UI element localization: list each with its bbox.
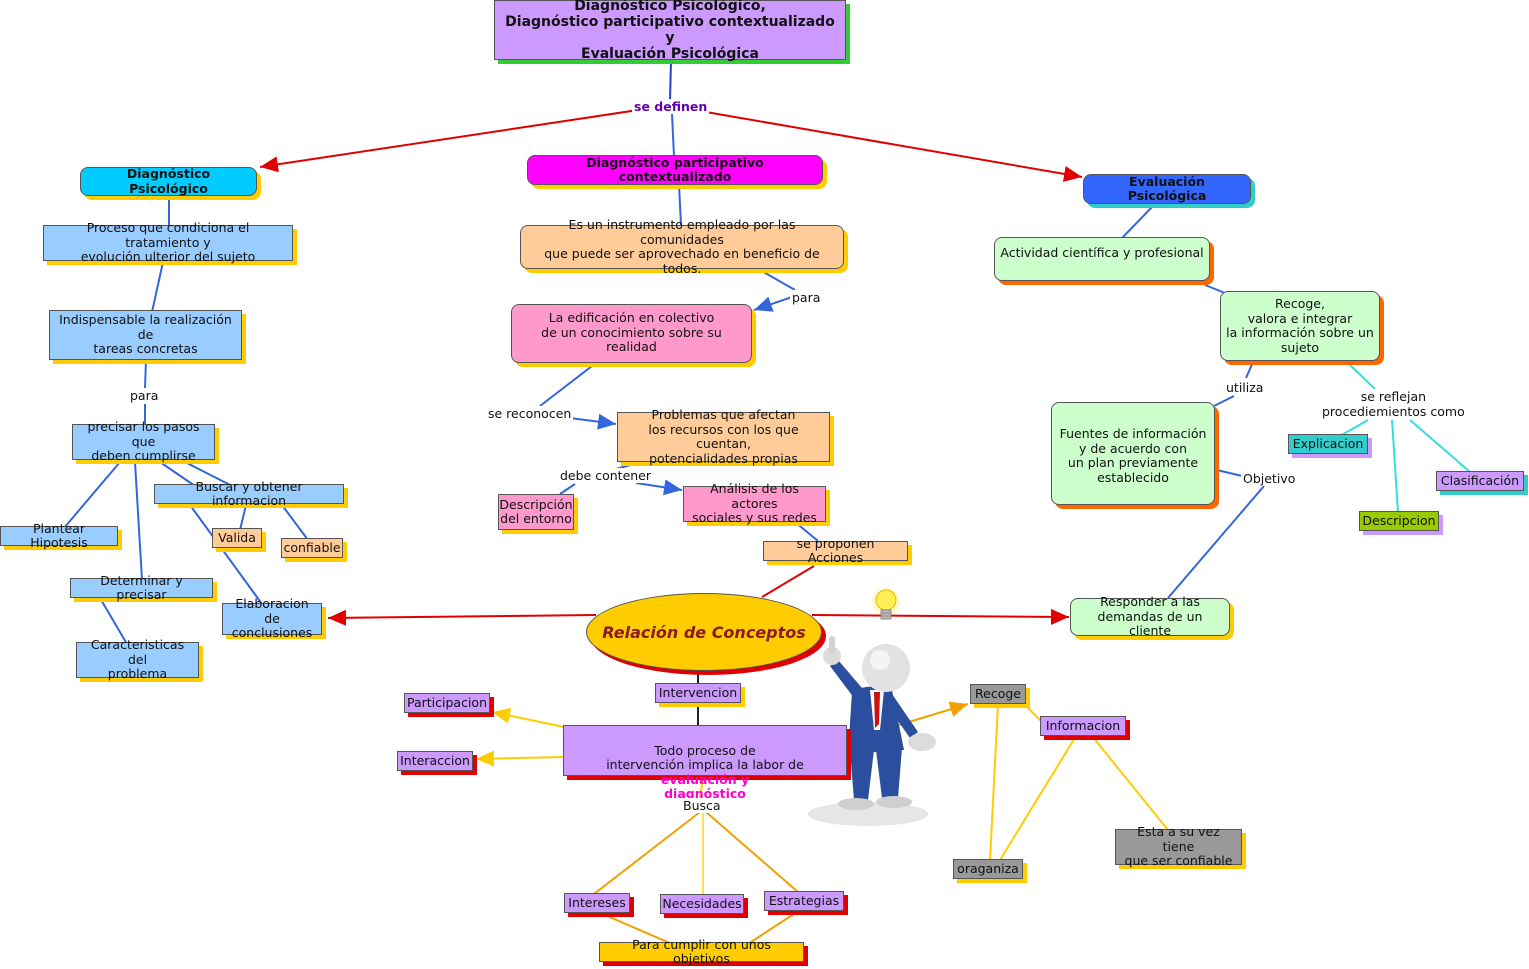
fuentes-node[interactable]: Fuentes de información y de acuerdo con … xyxy=(1051,402,1215,505)
evaluacion-psicologica-node[interactable]: Evaluación Psicológica xyxy=(1083,174,1251,204)
person-figure-icon xyxy=(808,636,936,826)
link-se-reflejan: se reflejan procediemientos como xyxy=(1320,389,1467,419)
link-debe-contener: debe contener xyxy=(558,468,654,483)
interaccion-node[interactable]: Interaccion xyxy=(397,751,473,771)
todo-proceso-highlight: evaluación y diagnóstico xyxy=(660,771,750,801)
analisis-node[interactable]: Análisis de los actores sociales y sus r… xyxy=(683,482,826,525)
informacion-node[interactable]: Informacion xyxy=(1040,716,1126,736)
link-objetivo: Objetivo xyxy=(1241,471,1298,486)
central-label: Relación de Conceptos xyxy=(602,622,806,642)
responder-node[interactable]: Responder a las demandas de un cliente xyxy=(1070,595,1230,638)
instrumento-node[interactable]: Es un instrumento empleado por las comun… xyxy=(520,217,844,275)
link-para-1: para xyxy=(128,388,161,403)
esta-vez-node[interactable]: Esta a su vez tiene que ser confiable xyxy=(1115,825,1242,868)
recoge-integrar-node[interactable]: Recoge, valora e integrar la información… xyxy=(1220,291,1380,361)
problemas-node[interactable]: Problemas que afectan los recursos con l… xyxy=(617,407,830,465)
participacion-node[interactable]: Participacion xyxy=(404,693,490,713)
oraganiza-node[interactable]: oraganiza xyxy=(953,859,1023,879)
caracteristicas-node[interactable]: Caracteristicas del problema xyxy=(76,638,199,681)
estrategias-node[interactable]: Estrategias xyxy=(764,891,844,911)
acciones-node[interactable]: se proponen Acciones xyxy=(763,536,908,565)
valida-node[interactable]: Valida xyxy=(212,528,262,548)
necesidades-node[interactable]: Necesidades xyxy=(660,894,744,914)
determinar-node[interactable]: Determinar y precisar xyxy=(70,573,213,602)
cumplir-objetivos-node[interactable]: Para cumplir con unos objetivos xyxy=(599,937,804,966)
central-node[interactable]: Relación de Conceptos xyxy=(586,593,822,671)
link-busca: Busca xyxy=(681,798,723,813)
intereses-node[interactable]: Intereses xyxy=(564,893,630,913)
explicacion-node[interactable]: Explicacion xyxy=(1288,434,1368,454)
indispensable-node[interactable]: Indispensable la realización de tareas c… xyxy=(49,310,242,360)
confiable-node[interactable]: confiable xyxy=(281,538,343,558)
lightbulb-icon xyxy=(872,588,900,620)
descripcion-node[interactable]: Descripcion xyxy=(1359,511,1439,531)
clasificacion-node[interactable]: Clasificación xyxy=(1436,471,1524,491)
link-se-definen: se definen xyxy=(632,99,710,114)
diagnostico-participativo-node[interactable]: Diagnóstico participativo contextualizad… xyxy=(527,155,823,185)
intervencion-node[interactable]: Intervencion xyxy=(655,683,741,703)
elaboracion-node[interactable]: Elaboracion de conclusiones xyxy=(222,597,322,640)
title-node[interactable]: Diagnóstico Psicológico, Diagnóstico par… xyxy=(494,0,846,62)
link-para-2: para xyxy=(790,290,823,305)
link-utiliza: utiliza xyxy=(1224,380,1266,395)
descripcion-entorno-node[interactable]: Descripción del entorno xyxy=(498,494,574,530)
recoge-node[interactable]: Recoge xyxy=(970,684,1026,704)
todo-proceso-node[interactable]: Todo proceso de intervención implica la … xyxy=(563,725,847,801)
buscar-node[interactable]: Buscar y obtener informacion xyxy=(154,479,344,508)
todo-proceso-text: Todo proceso de intervención implica la … xyxy=(606,742,804,772)
actividad-node[interactable]: Actividad científica y profesional xyxy=(994,237,1210,281)
diagnostico-psicologico-node[interactable]: Diagnóstico Psicológico xyxy=(80,166,257,196)
edificacion-node[interactable]: La edificación en colectivo de un conoci… xyxy=(511,304,752,363)
proceso-node[interactable]: Proceso que condiciona el tratamiento y … xyxy=(43,221,293,264)
precisar-node[interactable]: precisar los pasos que deben cumplirse xyxy=(72,420,215,463)
link-se-reconocen: se reconocen xyxy=(486,406,574,421)
plantear-node[interactable]: Plantear Hipotesis xyxy=(0,521,118,550)
